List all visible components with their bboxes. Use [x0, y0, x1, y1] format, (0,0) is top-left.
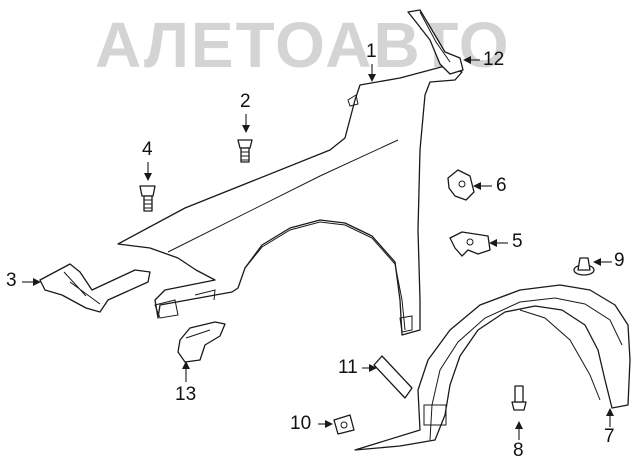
fender-panel [117, 65, 463, 336]
clip-bracket-6 [447, 169, 475, 201]
wheel-arch-liner [354, 284, 631, 451]
upper-bracket [407, 9, 464, 75]
callout-12: 12 [483, 49, 505, 70]
callout-7: 7 [604, 426, 615, 447]
callout-1: 1 [366, 41, 377, 62]
callout-8: 8 [513, 440, 524, 461]
clip-bracket-5 [449, 231, 491, 257]
push-clip [573, 257, 595, 276]
nut-clip [333, 414, 355, 435]
front-bracket [39, 263, 151, 313]
callout-2: 2 [240, 91, 251, 112]
pad [373, 355, 413, 399]
callout-5: 5 [512, 231, 523, 252]
callout-11: 11 [338, 357, 358, 378]
callout-10: 10 [290, 413, 312, 434]
screw-8 [511, 385, 527, 411]
callout-9: 9 [614, 250, 625, 271]
callout-6: 6 [496, 175, 507, 196]
lower-bracket [177, 321, 226, 363]
bolt-2 [237, 139, 253, 163]
callout-4: 4 [142, 139, 153, 160]
leader-lines [22, 56, 614, 440]
callout-13: 13 [175, 384, 197, 405]
bolt-4 [139, 185, 156, 212]
callout-3: 3 [6, 270, 17, 291]
